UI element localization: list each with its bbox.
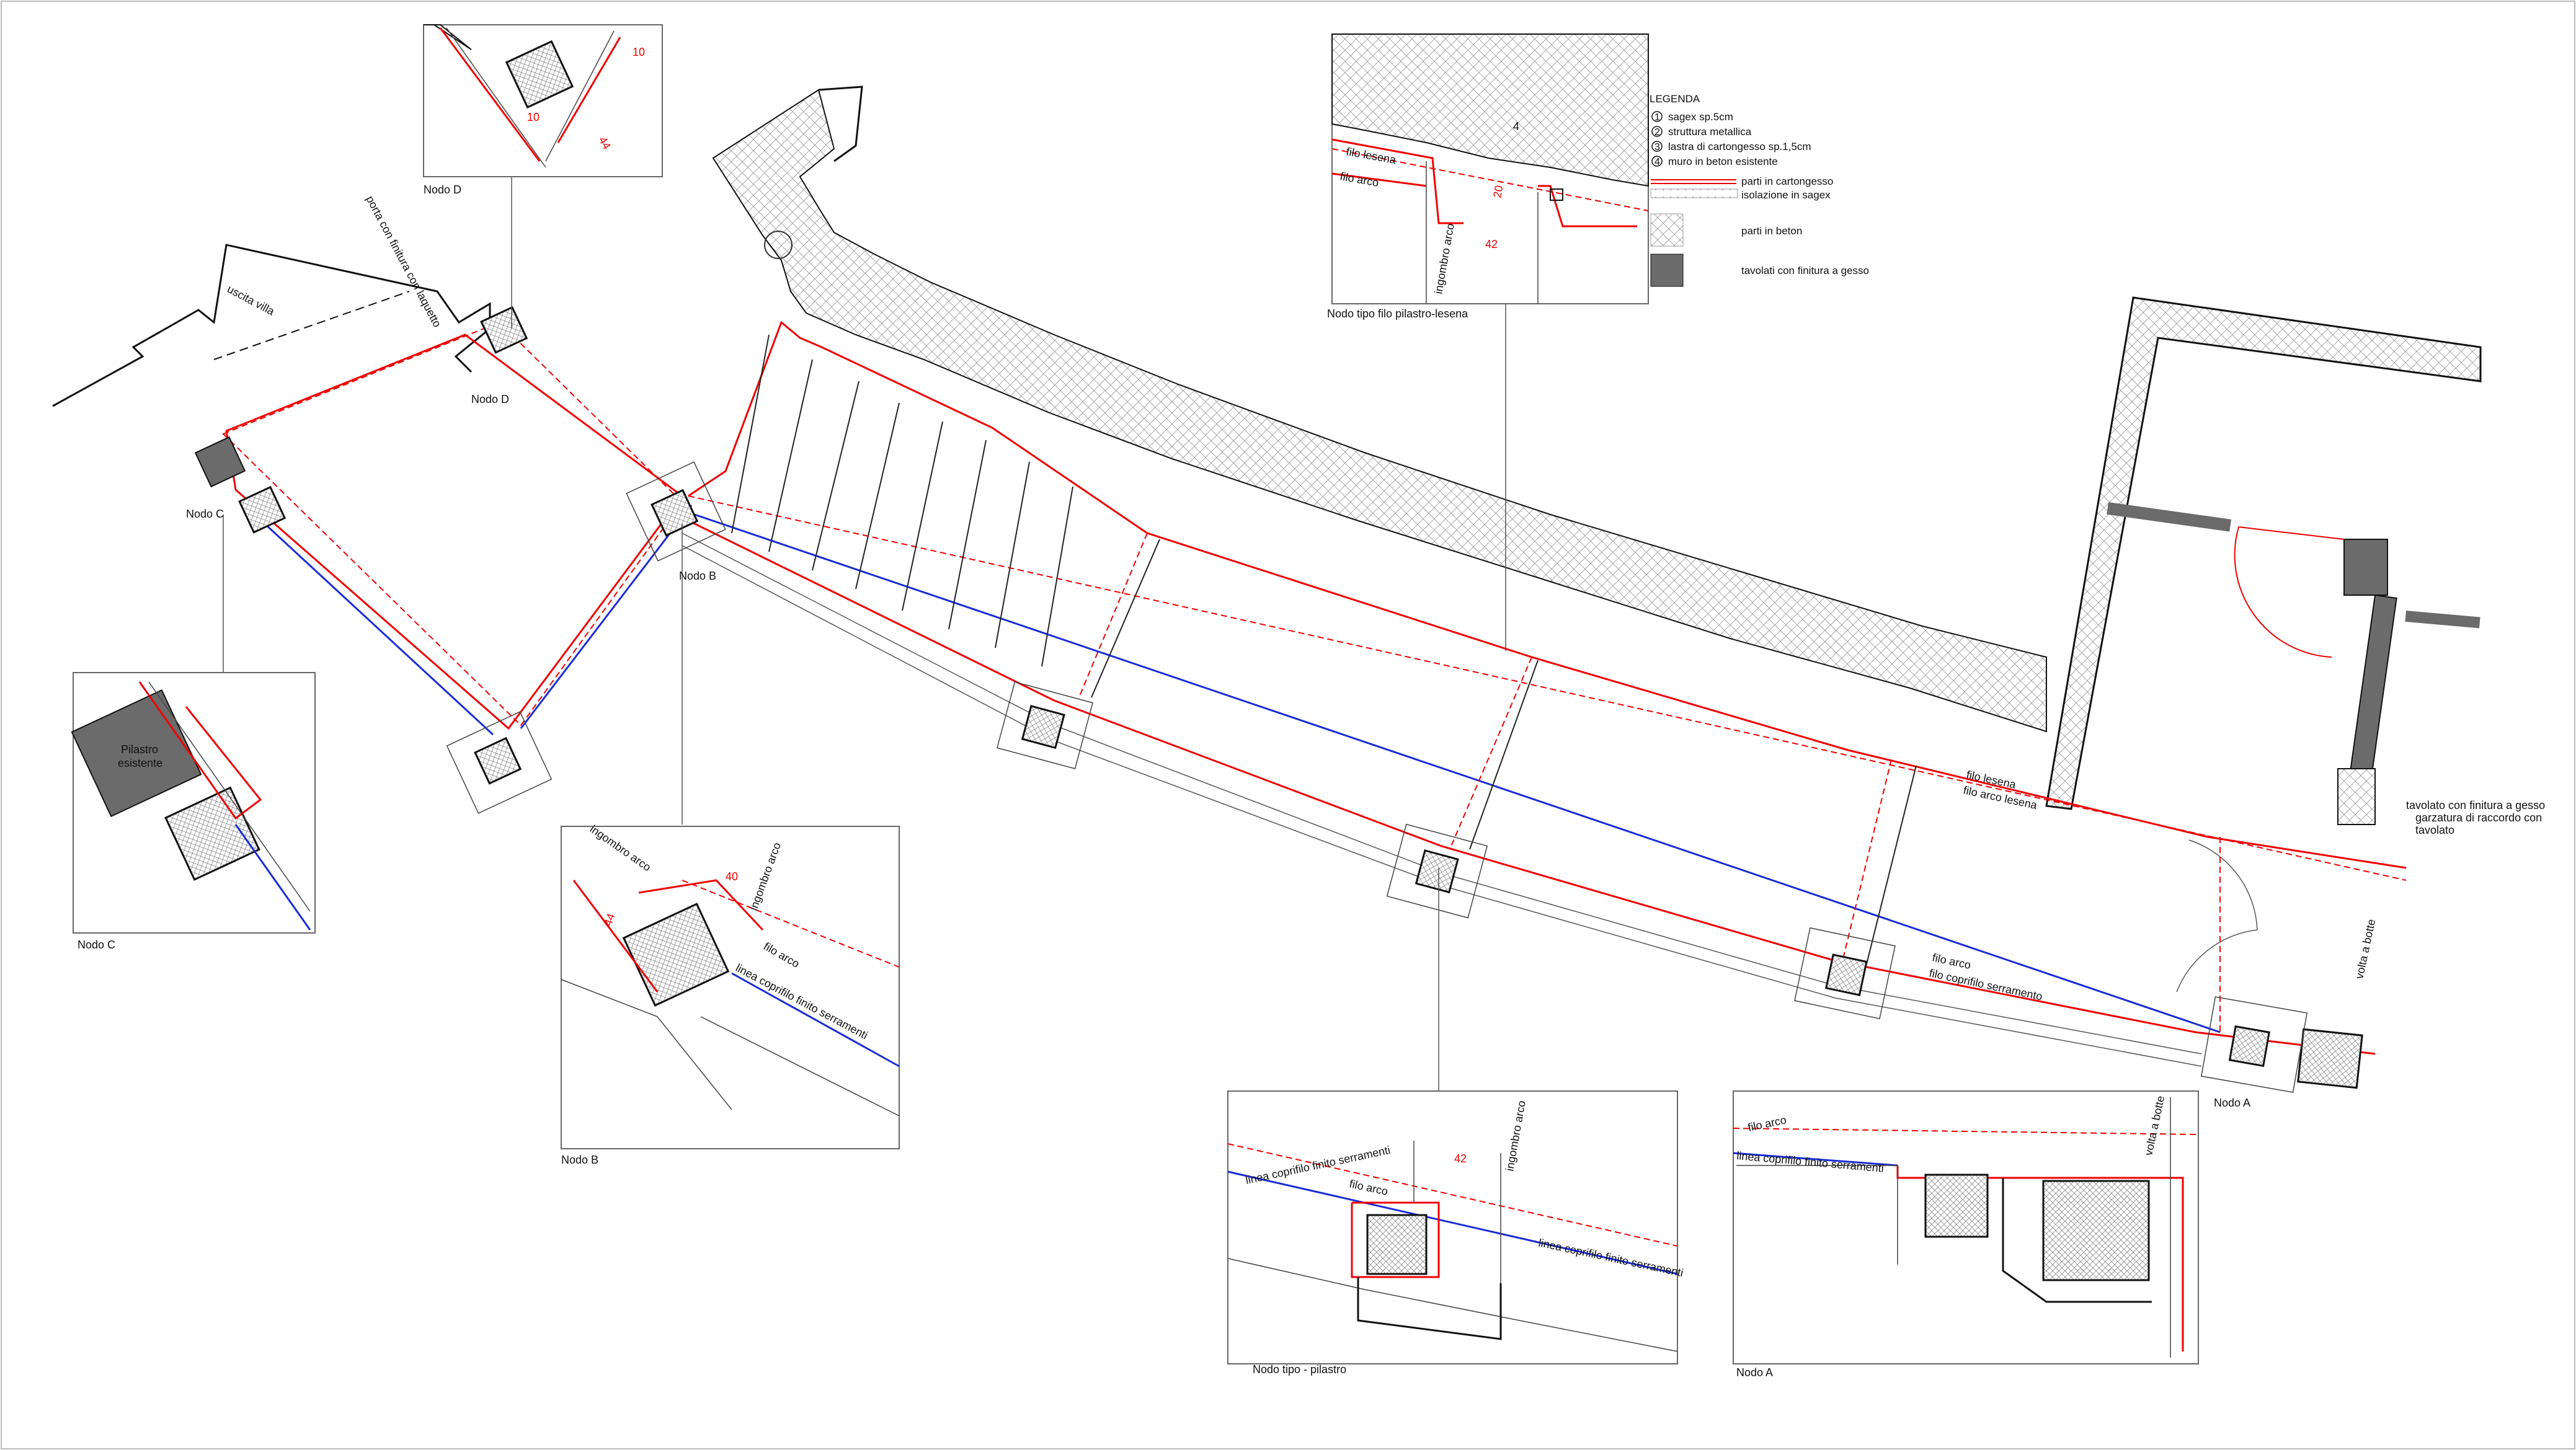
detail-lesena-dim-b: 42	[1485, 238, 1498, 250]
detail-nodo-c	[71, 672, 316, 934]
plan-tavolato-line2: garzatura di raccordo con	[2415, 811, 2542, 824]
detail-a-caption: Nodo A	[1736, 1366, 1773, 1379]
villa-outline	[52, 244, 491, 407]
existing-wall-band	[712, 89, 2047, 733]
detail-d-dim1: 10	[633, 46, 645, 58]
svg-text:4: 4	[1654, 157, 1660, 167]
detail-pil-dim: 42	[1454, 1152, 1467, 1165]
plan-filo-arco-lesena: filo arco lesena	[1962, 784, 2039, 811]
detail-d-caption: Nodo D	[424, 183, 461, 196]
plan-node-c-label: Nodo C	[186, 508, 224, 520]
legend-num-2: struttura metallica	[1668, 126, 1752, 138]
plan-volta-a-botte: volta a botte	[2353, 918, 2378, 980]
villa-exit-label: uscita villa	[225, 283, 277, 318]
detail-lesena-dim-a: 20	[1491, 184, 1505, 198]
legend: LEGENDA 1 sagex sp.5cm 2 struttura metal…	[1650, 93, 1869, 287]
plan-node-d-label: Nodo D	[471, 393, 509, 405]
legend-title: LEGENDA	[1650, 93, 1700, 105]
detail-tipo-lesena	[1331, 33, 1649, 304]
detail-c-pillar-label2: esistente	[118, 757, 162, 769]
svg-text:3: 3	[1654, 142, 1660, 153]
main-plan	[52, 86, 2482, 1093]
detail-d-dim2: 10	[527, 111, 540, 123]
svg-text:2: 2	[1654, 127, 1660, 138]
plan-filo-coprifilo: filo coprifilo serramento	[1928, 966, 2043, 1002]
plan-tavolato-line3: tavolato	[2415, 824, 2454, 836]
detail-pil-caption: Nodo tipo - pilastro	[1253, 1363, 1346, 1376]
door-note-label: porta con finitura con laquetto	[363, 193, 443, 329]
detail-c-caption: Nodo C	[78, 939, 115, 951]
legend-num-4: muro in beton esistente	[1668, 156, 1778, 167]
legend-numbered: 1 sagex sp.5cm 2 struttura metallica 3 l…	[1651, 111, 1811, 167]
detail-tipo-pilastro	[1227, 1090, 1678, 1364]
plan-tavolato-line1: tavolato con finitura a gesso	[2406, 799, 2545, 811]
legend-item-cartongesso: parti in cartongesso	[1741, 175, 1833, 187]
detail-lesena-caption: Nodo tipo filo pilastro-lesena	[1327, 307, 1468, 320]
detail-nodo-d	[423, 24, 663, 177]
legend-item-tavolati: tavolati con finitura a gesso	[1741, 265, 1869, 276]
legend-num-1: sagex sp.5cm	[1668, 111, 1733, 123]
detail-nodo-b	[561, 826, 900, 1149]
detail-lesena-number4: 4	[1513, 120, 1519, 133]
right-room-wall	[2045, 296, 2482, 810]
legend-item-beton: parti in beton	[1741, 225, 1802, 237]
plan-node-a-label: Nodo A	[2214, 1097, 2250, 1109]
detail-b-caption: Nodo B	[561, 1154, 598, 1166]
plan-node-b-label: Nodo B	[679, 570, 716, 582]
legend-num-3: lastra di cartongesso sp.1,5cm	[1668, 141, 1811, 153]
detail-nodo-a	[1733, 1090, 2199, 1364]
detail-b-dim1: 40	[726, 870, 738, 883]
legend-item-sagex: isolazione in sagex	[1741, 189, 1831, 201]
detail-c-pillar-label1: Pilastro	[121, 743, 158, 756]
svg-text:1: 1	[1654, 112, 1660, 123]
